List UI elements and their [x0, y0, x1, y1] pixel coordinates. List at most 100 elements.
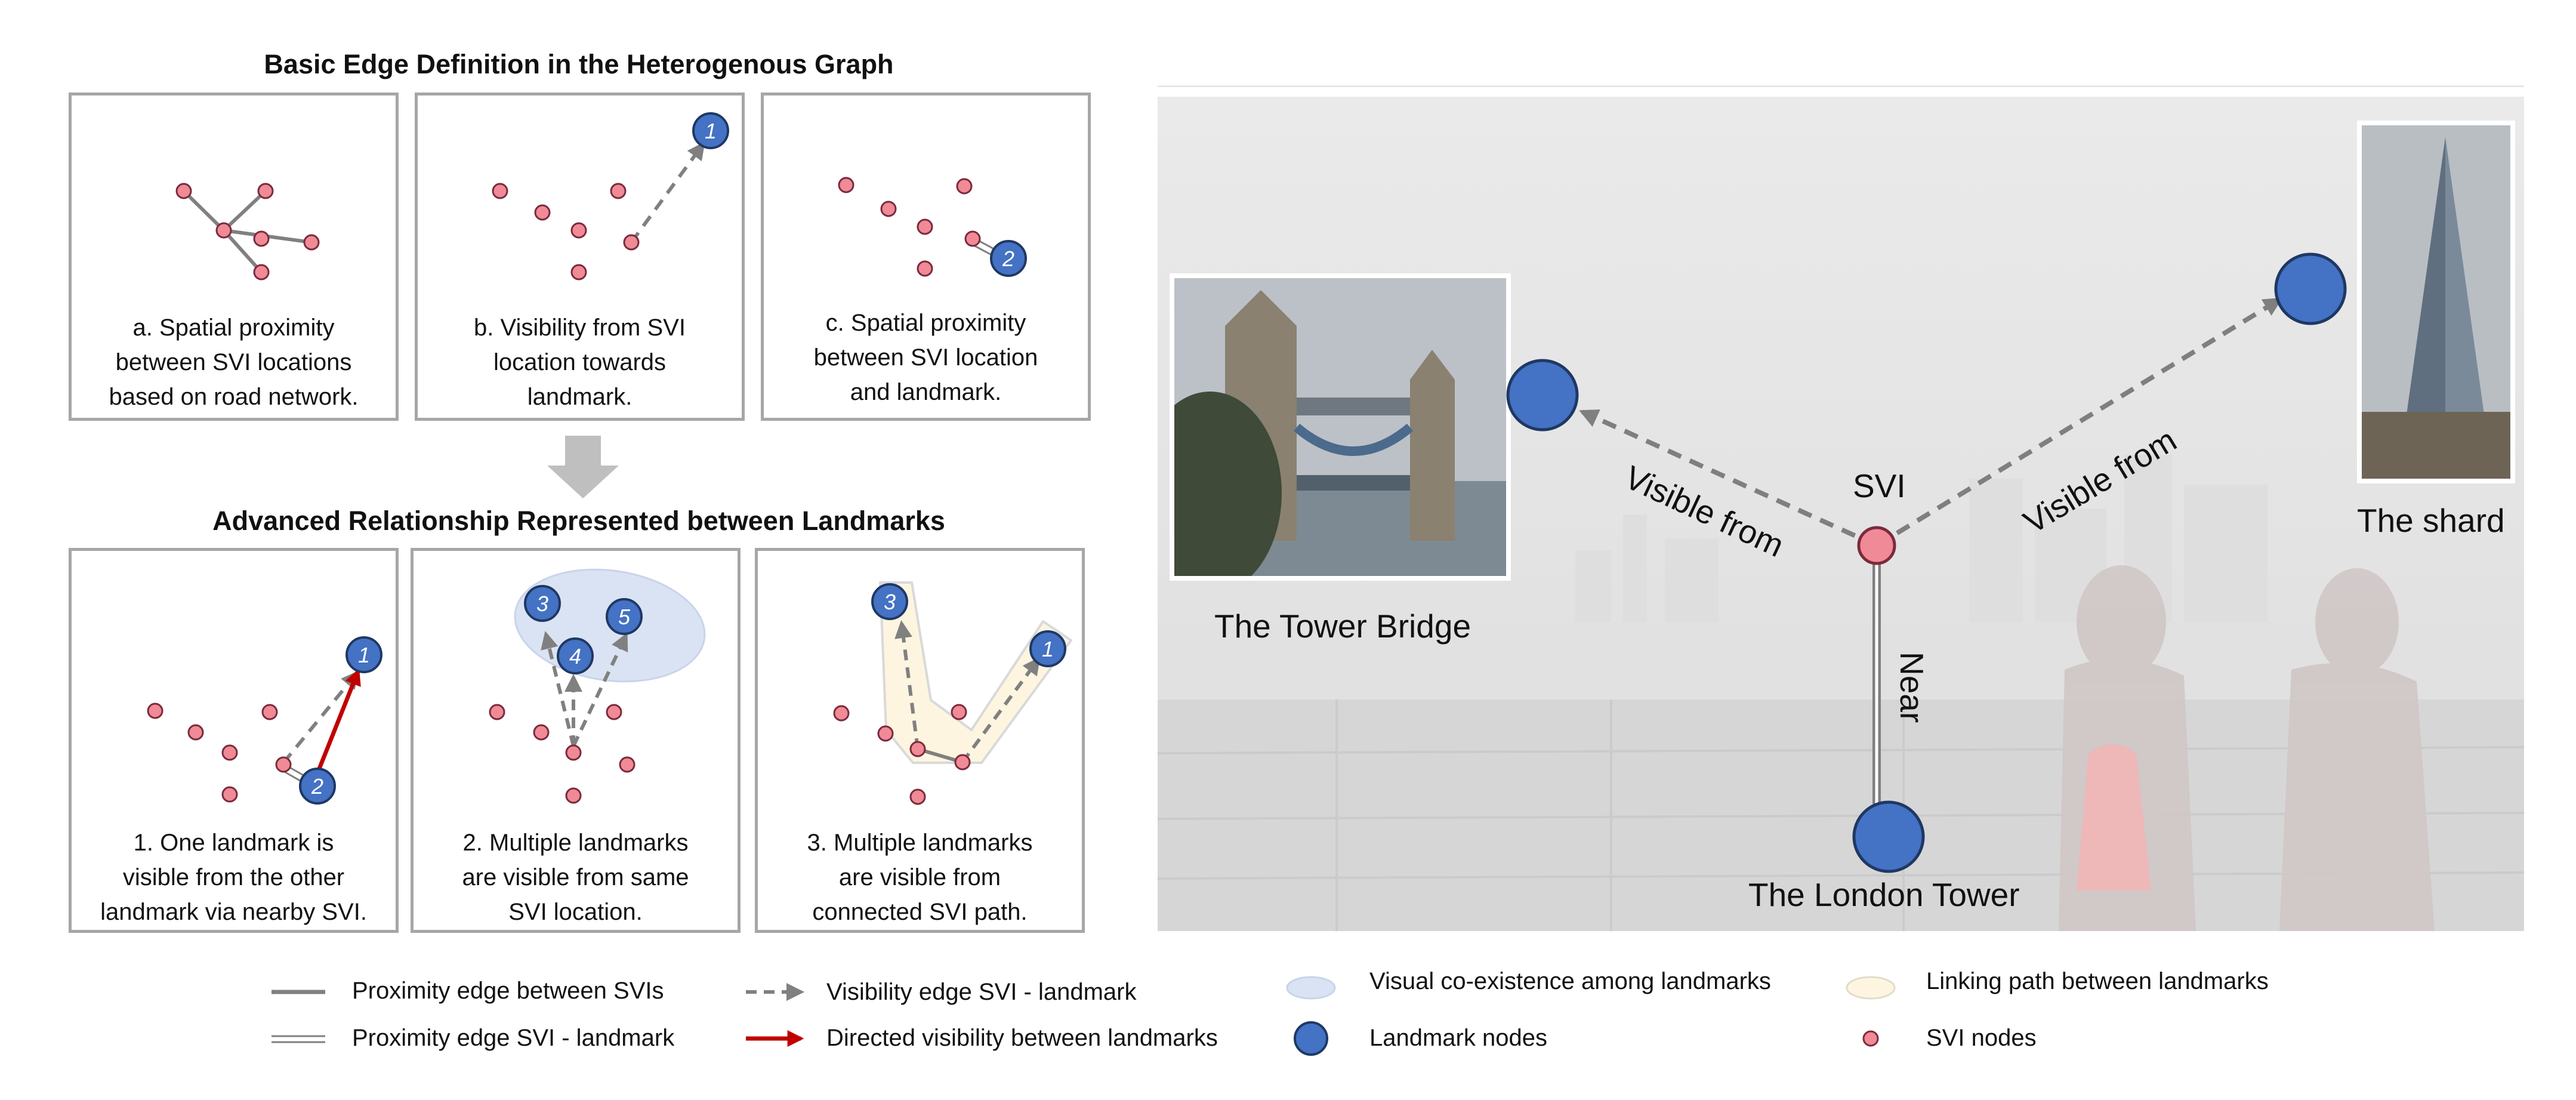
- landmark-node: [299, 768, 336, 805]
- caption-line: location towards: [493, 349, 667, 375]
- legend-visibility-svi-landmark: Visibility edge SVI - landmark: [826, 979, 1137, 1005]
- svi-node: [570, 222, 587, 239]
- caption-line: b. Visibility from SVI: [474, 315, 686, 341]
- landmark-label: 3: [536, 591, 548, 616]
- panel-2-caption: 2. Multiple landmarks are visible from s…: [414, 825, 738, 929]
- panel-1-landmark-via-svi: 1 2 1. One landmark is visible from the …: [69, 548, 399, 933]
- svi-node: [565, 744, 582, 761]
- legend-linking-path-symbol: [1846, 976, 1896, 1000]
- svi-node: [954, 754, 971, 771]
- panel-2-graph: 3 4 5: [489, 568, 706, 804]
- landmark-node: [524, 585, 561, 622]
- caption-line: based on road network.: [109, 384, 359, 410]
- shard-photo: [2357, 121, 2515, 483]
- legend-svi-node-symbol: [1862, 1030, 1879, 1047]
- panel-1-graph: 1 2: [147, 636, 382, 805]
- landmark-node: [1029, 630, 1066, 667]
- svi-node: [147, 702, 163, 719]
- caption-line: are visible from: [838, 864, 1001, 891]
- landmark-node-shard: [2274, 252, 2347, 325]
- svi-node: [880, 201, 897, 217]
- svi-node: [964, 230, 981, 247]
- svi-node: [917, 260, 933, 277]
- svi-node: [1857, 526, 1896, 565]
- legend-directed-visibility: Directed visibility between landmarks: [826, 1025, 1218, 1051]
- svi-node: [565, 787, 582, 804]
- down-arrow-icon: [547, 436, 619, 498]
- legend-proximity-svi-landmark-symbol: [272, 1035, 325, 1043]
- landmark-label: 2: [311, 774, 323, 799]
- panel-c-caption: c. Spatial proximity between SVI locatio…: [764, 306, 1088, 409]
- legend-co-existence-symbol: [1286, 976, 1336, 1000]
- svi-node: [606, 704, 622, 720]
- legend-proximity-svi-landmark: Proximity edge SVI - landmark: [352, 1025, 675, 1051]
- landmark-label: 1: [1042, 637, 1054, 661]
- svi-node: [917, 218, 933, 235]
- svi-node: [838, 177, 854, 193]
- svi-node: [833, 705, 850, 722]
- svi-node: [489, 704, 505, 720]
- caption-line: between SVI location: [813, 344, 1038, 371]
- legend-proximity-svis: Proximity edge between SVIs: [352, 978, 664, 1004]
- svi-node: [221, 786, 238, 803]
- svi-node: [877, 725, 894, 742]
- landmark-node: [345, 636, 382, 673]
- landmark-label: 4: [569, 644, 581, 668]
- near-label: Near: [1893, 652, 1930, 723]
- tower-bridge-label: The Tower Bridge: [1214, 608, 1471, 645]
- svi-node: [909, 741, 926, 757]
- panel-a-graph: [175, 183, 320, 281]
- legend-landmark-nodes: Landmark nodes: [1369, 1025, 1547, 1051]
- caption-line: 3. Multiple landmarks: [807, 830, 1033, 856]
- linking-path-region: [879, 581, 1072, 764]
- caption-line: 1. One landmark is: [133, 830, 334, 856]
- svi-node: [909, 788, 926, 805]
- svi-node: [261, 704, 278, 720]
- scene-graph: [1506, 252, 2347, 873]
- svi-node: [221, 744, 238, 761]
- landmark-label: 1: [705, 119, 717, 143]
- caption-line: between SVI locations: [115, 349, 352, 375]
- legend-svi-nodes: SVI nodes: [1926, 1025, 2037, 1051]
- panel-1-caption: 1. One landmark is visible from the othe…: [72, 825, 396, 929]
- caption-line: 2. Multiple landmarks: [462, 830, 689, 856]
- landmark-label: 3: [884, 590, 896, 614]
- london-tower-label: The London Tower: [1748, 876, 2020, 913]
- svi-node: [253, 264, 270, 281]
- shard-label: The shard: [2357, 502, 2505, 539]
- tower-bridge-photo: [1158, 273, 1511, 594]
- svi-node: [619, 756, 635, 773]
- caption-line: a. Spatial proximity: [132, 315, 335, 341]
- panel-a-caption: a. Spatial proximity between SVI locatio…: [72, 310, 396, 414]
- photo-scene: SVI The Tower Bridge The shard The Londo…: [1158, 97, 2524, 931]
- caption-line: SVI location.: [508, 899, 643, 925]
- caption-line: landmark via nearby SVI.: [100, 899, 367, 925]
- svi-node: [215, 222, 232, 239]
- svi-node: [187, 724, 204, 741]
- svi-node: [257, 183, 274, 199]
- svi-node: [610, 183, 627, 199]
- panel-b-graph: 1: [492, 112, 729, 281]
- caption-line: are visible from same: [462, 864, 689, 891]
- legend-symbols: [272, 976, 1896, 1056]
- shard-image: [2362, 125, 2510, 479]
- landmark-label: 5: [618, 605, 631, 629]
- landmark-node: [557, 637, 594, 674]
- panel-b-caption: b. Visibility from SVI location towards …: [418, 310, 742, 414]
- photo-scene-top-rule: [1158, 85, 2524, 87]
- landmark-node: [692, 112, 729, 149]
- svi-node: [570, 264, 587, 281]
- landmark-node-london-tower: [1852, 800, 1925, 873]
- landmark-node: [990, 240, 1027, 277]
- landmark-label: 1: [358, 643, 370, 667]
- svi-label: SVI: [1853, 467, 1906, 504]
- svi-node: [492, 183, 508, 199]
- caption-line: visible from the other: [122, 864, 345, 891]
- basic-section-title: Basic Edge Definition in the Heterogenou…: [264, 49, 894, 79]
- svi-node: [956, 178, 973, 195]
- svi-node: [253, 230, 270, 247]
- svi-node: [533, 724, 550, 741]
- svi-node: [275, 756, 292, 773]
- legend-linking-path: Linking path between landmarks: [1926, 968, 2269, 994]
- advanced-section-title: Advanced Relationship Represented betwee…: [212, 506, 945, 536]
